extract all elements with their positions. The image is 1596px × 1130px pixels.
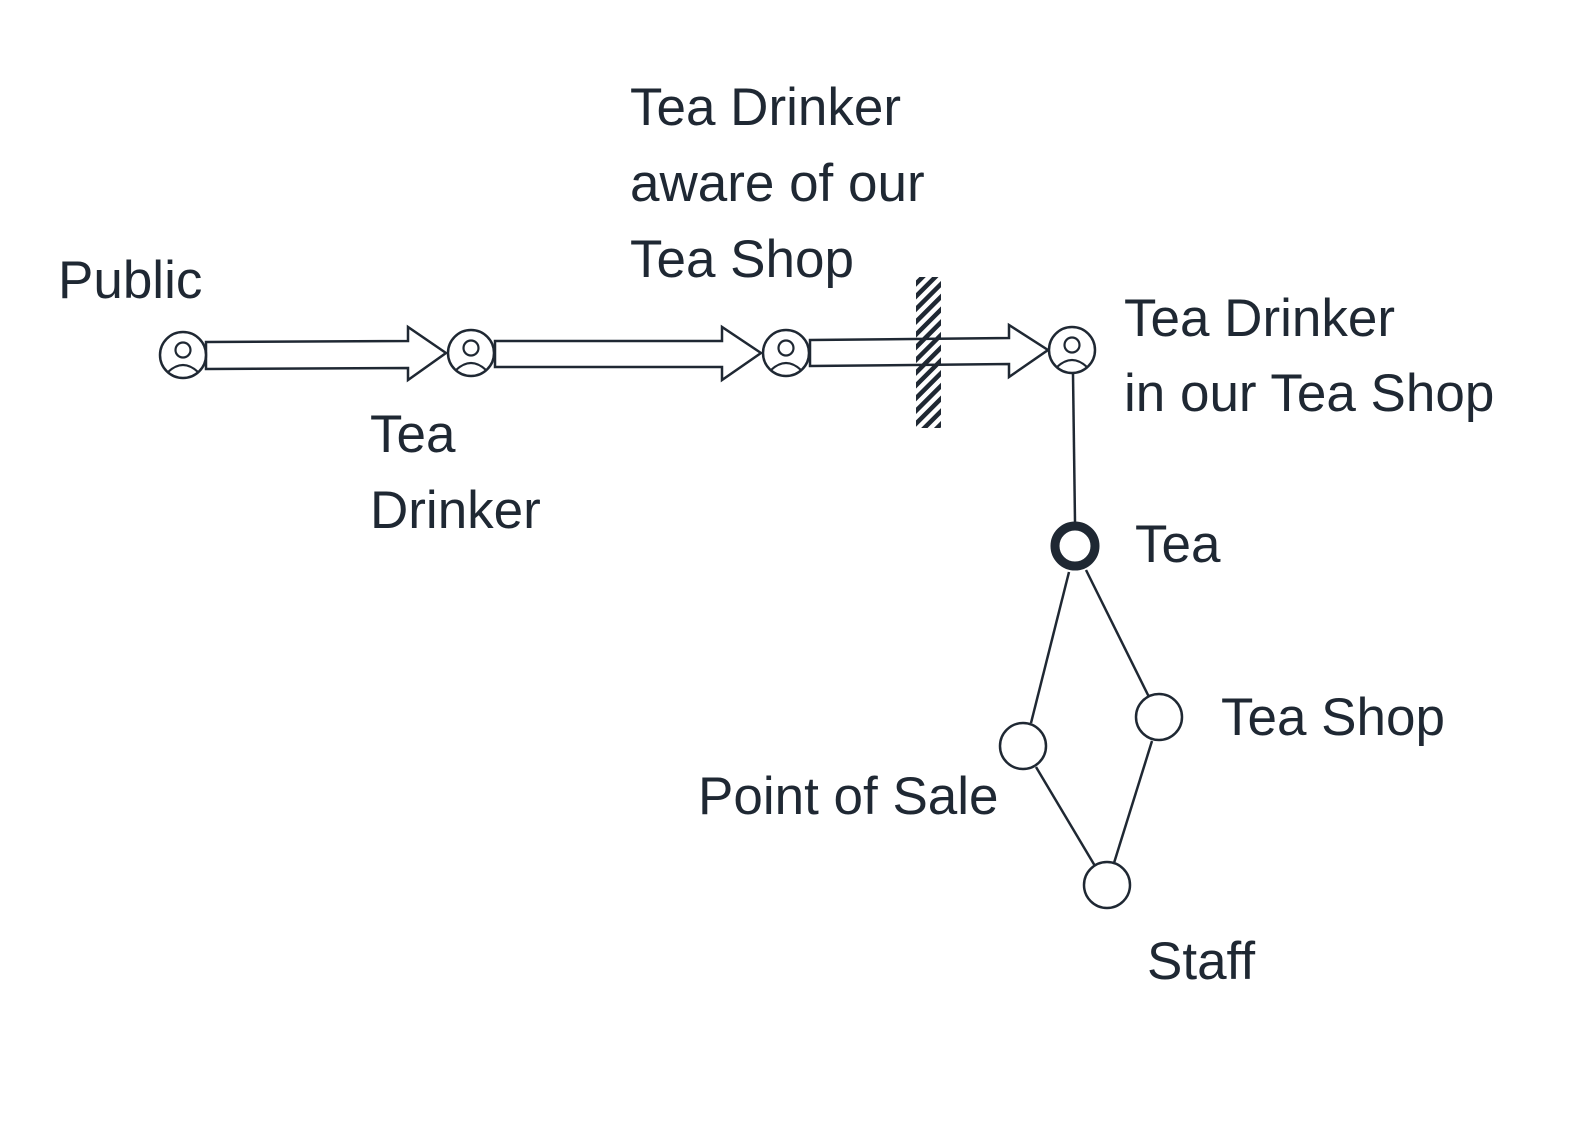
label-point-of-sale: Point of Sale [698, 767, 999, 826]
person-circle-icon [446, 328, 496, 378]
label-tea-drinker: Tea Drinker [370, 405, 541, 540]
node-tea-shop [1134, 692, 1184, 742]
journey-arrow-2 [493, 324, 764, 383]
connector-tea-to-teashop [1084, 569, 1151, 698]
person-circle-icon [158, 330, 208, 380]
connector-tea-to-pos [1029, 571, 1071, 724]
label-staff: Staff [1147, 932, 1255, 991]
hatched-barrier-icon [916, 277, 941, 428]
connector-pos-to-staff [1034, 766, 1097, 867]
person-circle-icon [1047, 325, 1097, 375]
connector-shop-to-tea [1071, 373, 1077, 523]
connector-lines [1029, 373, 1154, 867]
label-tea: Tea [1135, 515, 1221, 574]
label-tea-shop: Tea Shop [1221, 688, 1445, 747]
journey-arrow-1 [204, 324, 449, 383]
connector-teashop-to-staff [1112, 740, 1154, 864]
label-public: Public [58, 251, 202, 310]
person-circle-icon [761, 328, 811, 378]
node-tea [1050, 521, 1100, 571]
label-aware-of-shop: Tea Drinker aware of our Tea Shop [630, 78, 939, 289]
node-staff [1082, 860, 1132, 910]
label-in-shop: Tea Drinker in our Tea Shop [1124, 289, 1494, 423]
node-point-of-sale [998, 721, 1048, 771]
